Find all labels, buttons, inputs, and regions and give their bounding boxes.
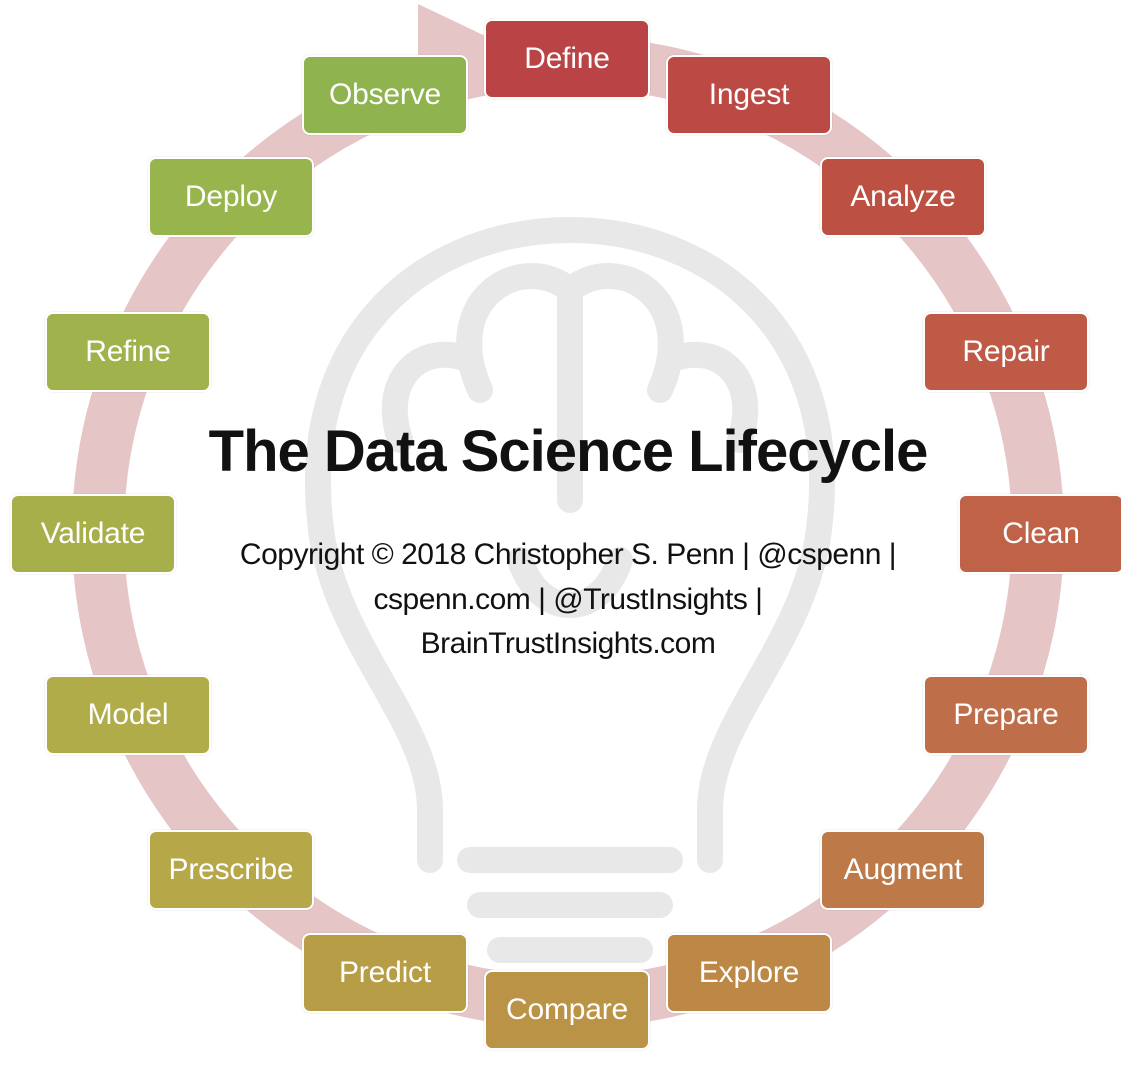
stage-validate: Validate: [10, 494, 176, 574]
stage-ingest: Ingest: [666, 55, 832, 135]
stage-model: Model: [45, 675, 211, 755]
stage-deploy: Deploy: [148, 157, 314, 237]
copyright-line-2: cspenn.com | @TrustInsights |: [373, 583, 763, 616]
stage-label: Observe: [329, 78, 441, 111]
stage-label: Prepare: [953, 698, 1059, 731]
stage-label: Augment: [843, 853, 963, 886]
stage-refine: Refine: [45, 312, 211, 392]
stage-predict: Predict: [302, 933, 468, 1013]
lightbulb-brain-watermark-icon: [305, 217, 835, 963]
stage-observe: Observe: [302, 55, 468, 135]
stage-define: Define: [484, 19, 650, 99]
diagram-title: The Data Science Lifecycle: [208, 419, 929, 484]
stage-label: Explore: [698, 956, 800, 989]
stage-label: Ingest: [708, 78, 790, 111]
stage-prepare: Prepare: [923, 675, 1089, 755]
stage-label: Refine: [85, 335, 171, 368]
copyright-line-3: BrainTrustInsights.com: [420, 627, 716, 660]
stage-compare: Compare: [484, 970, 650, 1050]
stage-label: Validate: [40, 517, 146, 550]
stage-label: Predict: [339, 956, 431, 989]
stage-explore: Explore: [666, 933, 832, 1013]
stage-clean: Clean: [958, 494, 1121, 574]
stage-label: Define: [524, 42, 610, 75]
stage-label: Repair: [962, 335, 1050, 368]
stage-repair: Repair: [923, 312, 1089, 392]
stage-label: Prescribe: [168, 853, 294, 886]
stage-label: Deploy: [184, 180, 278, 213]
stage-prescribe: Prescribe: [148, 830, 314, 910]
stage-augment: Augment: [820, 830, 986, 910]
stage-label: Analyze: [850, 180, 956, 213]
copyright-line-1: Copyright © 2018 Christopher S. Penn | @…: [239, 538, 897, 571]
stage-analyze: Analyze: [820, 157, 986, 237]
stage-label: Compare: [506, 993, 628, 1026]
stage-label: Clean: [1002, 517, 1080, 550]
stage-label: Model: [87, 698, 169, 731]
